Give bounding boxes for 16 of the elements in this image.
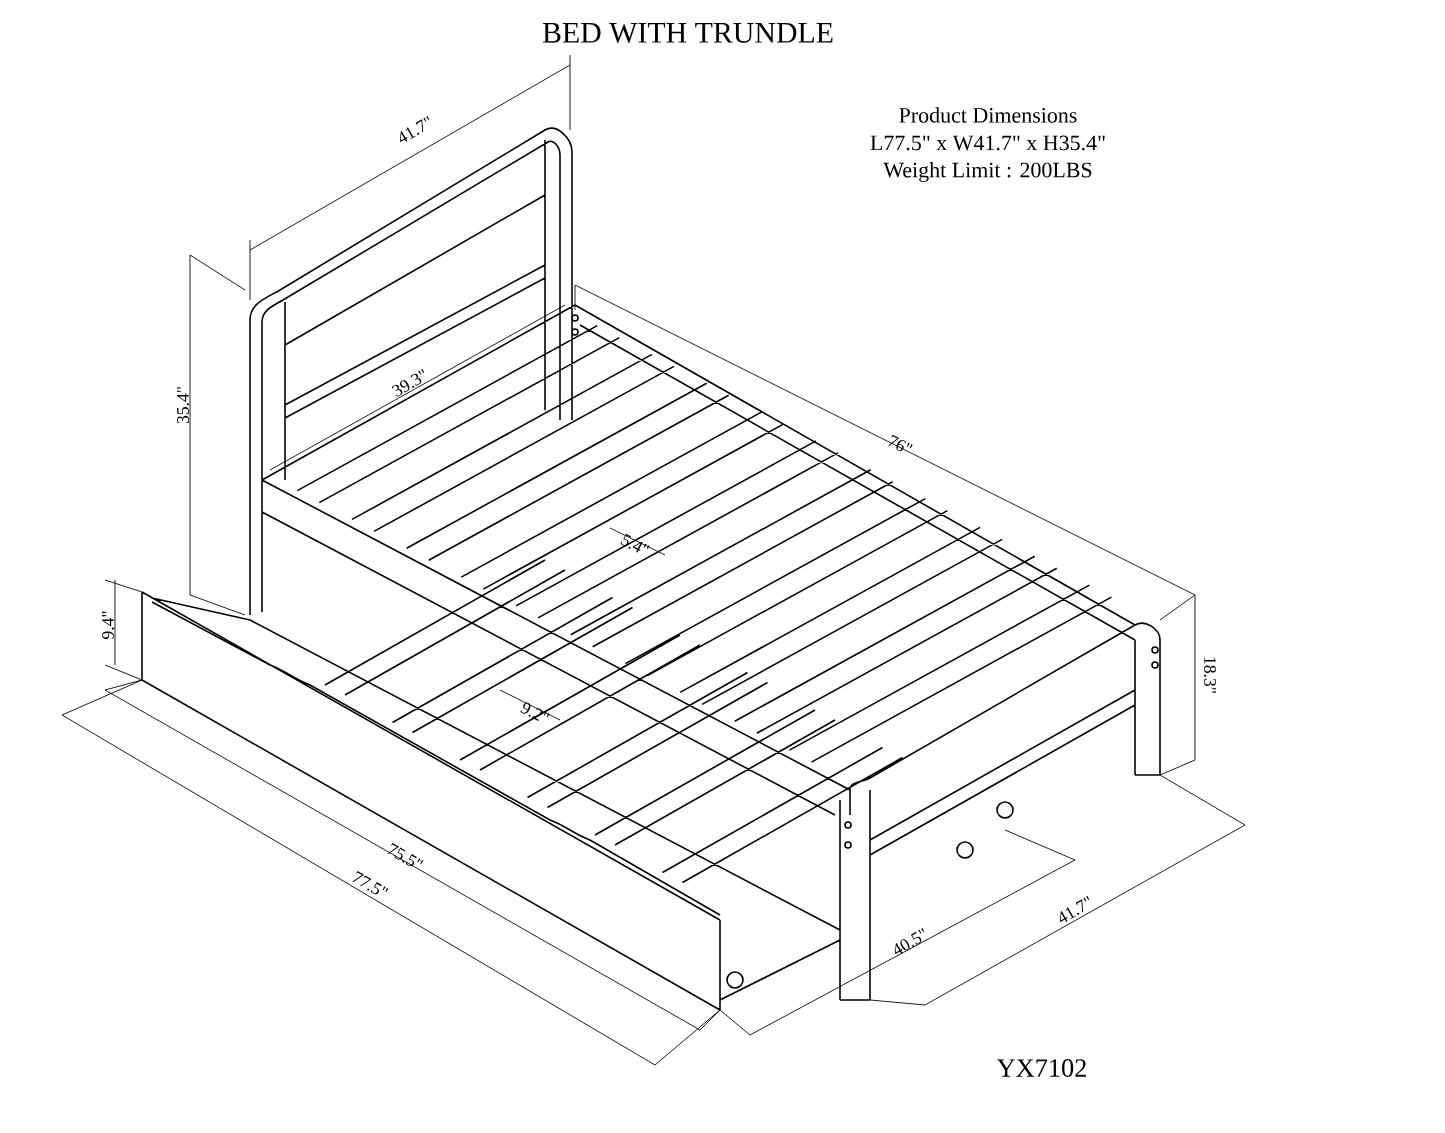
spec-text: Weight Limit : 200LBS: [883, 162, 1092, 182]
dimension-label: 41.7": [1059, 896, 1090, 922]
title: BED WITH TRUNDLE: [542, 23, 833, 43]
dimension-label: 40.5": [894, 928, 925, 955]
spec-text: L77.5" x W41.7" x H35.4": [870, 135, 1105, 151]
dimension-label: 75.5": [387, 843, 424, 867]
dimension-label: 77.5": [352, 871, 389, 895]
dimension-label: 39.3": [391, 369, 425, 397]
dimension-label: 41.7": [399, 116, 430, 143]
spec-text: Product Dimensions: [899, 107, 1077, 123]
dimension-label: 76": [888, 434, 913, 452]
dimension-label: 9.4": [102, 611, 114, 639]
dimension-label: 35.4": [177, 387, 189, 424]
dimension-label: 5.4": [620, 533, 650, 553]
model-number: YX7102: [996, 1059, 1086, 1077]
dimension-label: 18.3": [1204, 657, 1216, 693]
